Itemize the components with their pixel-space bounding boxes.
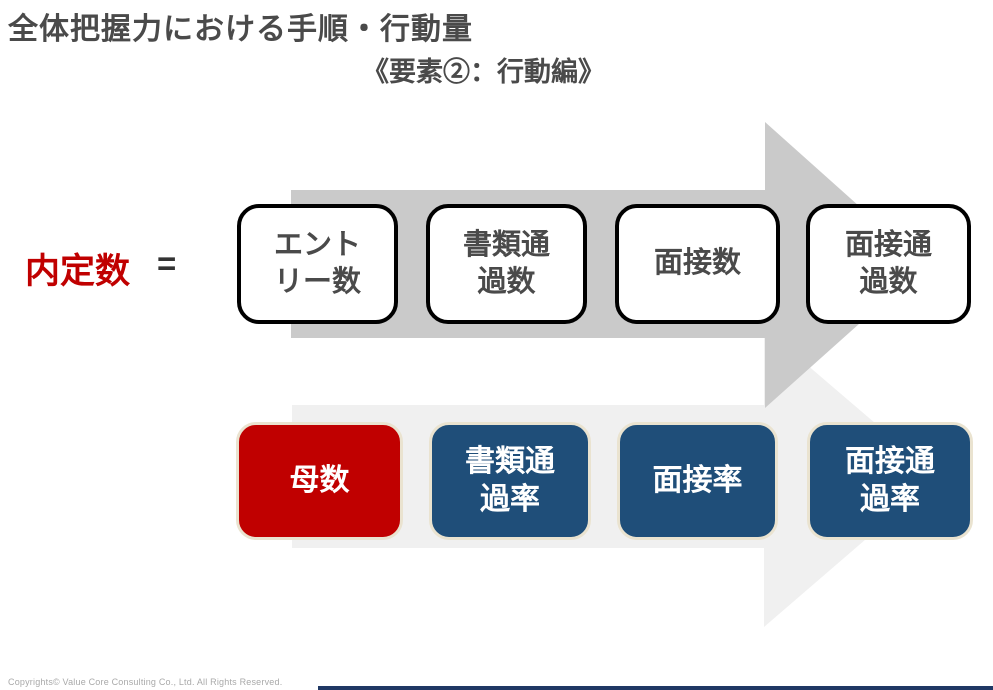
stage-box-interview-pass-count: 面接通 過数	[806, 204, 971, 324]
page-title: 全体把握力における手順・行動量	[8, 13, 473, 46]
rate-box-base-count-label: 母数	[289, 463, 350, 497]
equals-sign: =	[157, 245, 177, 282]
rate-box-document-pass-rate-label: 書類通 過率	[465, 444, 555, 516]
equation-result-label: 内定数	[25, 252, 131, 291]
stage-box-interview-count: 面接数	[615, 204, 780, 324]
stage-box-entry-count: エント リー数	[237, 204, 398, 324]
rate-box-base-count: 母数	[236, 422, 403, 540]
copyright-notice: Copyrights© Value Core Consulting Co., L…	[8, 677, 283, 687]
rate-box-document-pass-rate: 書類通 過率	[429, 422, 591, 540]
top-count-arrow-shape	[291, 122, 925, 408]
stage-box-entry-count-label: エント リー数	[273, 228, 361, 298]
stage-box-document-pass-count: 書類通 過数	[426, 204, 587, 324]
rate-box-interview-pass-rate: 面接通 過率	[807, 422, 973, 540]
slide-subtitle: 《要素②：行動編》	[362, 57, 605, 87]
bottom-accent-bar	[318, 686, 993, 690]
rate-box-interview-pass-rate-label: 面接通 過率	[845, 444, 935, 516]
stage-box-document-pass-count-label: 書類通 過数	[462, 228, 550, 298]
rate-box-interview-rate: 面接率	[617, 422, 778, 540]
bottom-rate-arrow-shape	[292, 328, 938, 627]
rate-box-interview-rate-label: 面接率	[652, 463, 743, 497]
stage-box-interview-count-label: 面接数	[653, 247, 741, 280]
stage-box-interview-pass-count-label: 面接通 過数	[844, 228, 932, 298]
